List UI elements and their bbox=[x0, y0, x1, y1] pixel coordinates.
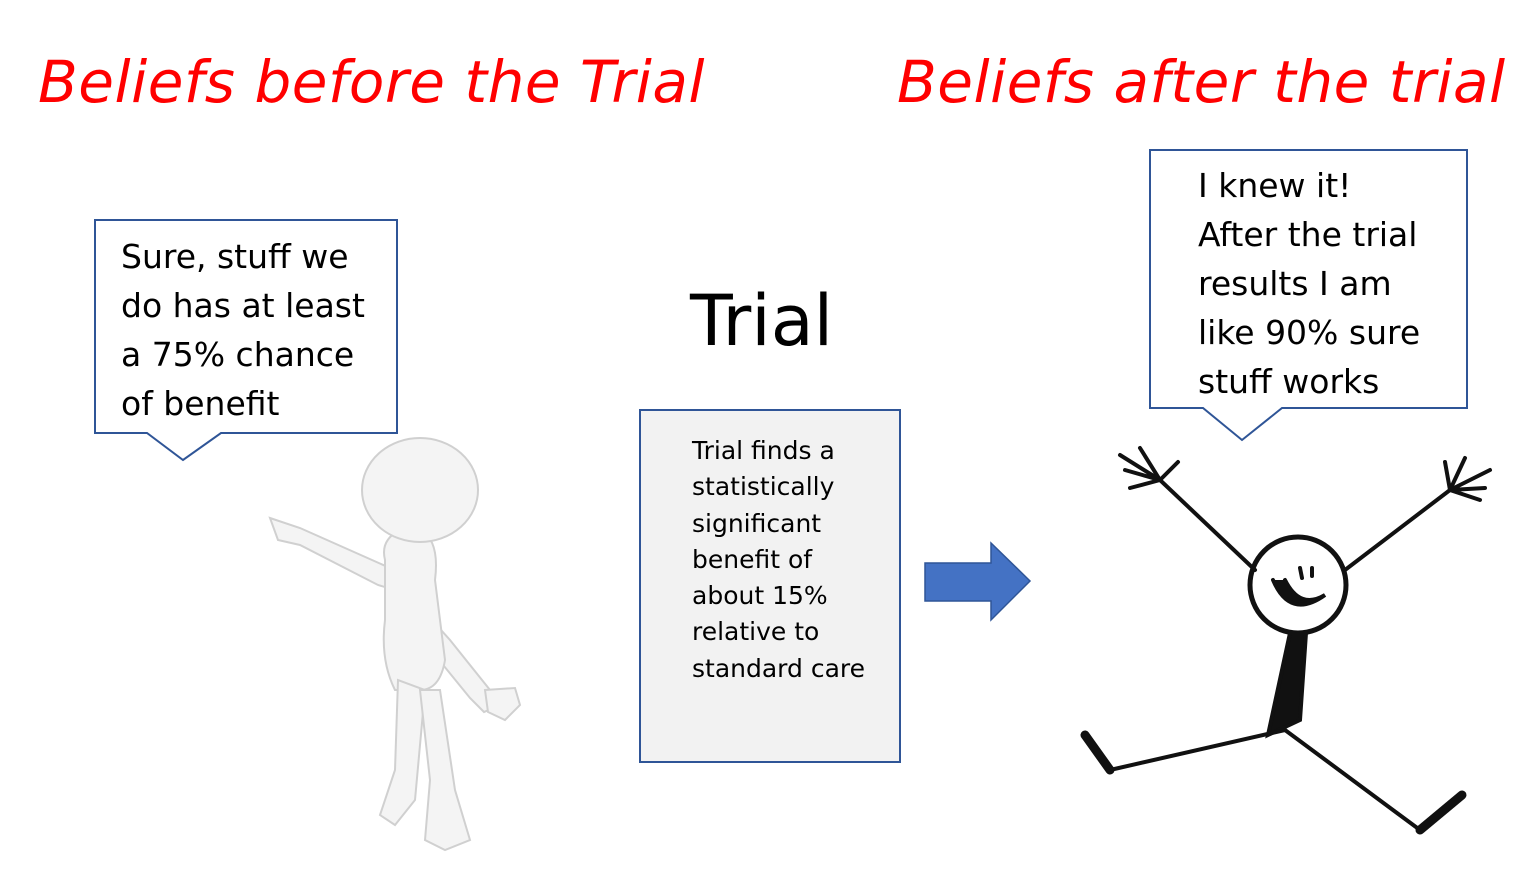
trial-heading: Trial bbox=[690, 280, 834, 362]
result-line: relative to bbox=[692, 617, 820, 647]
speech-bubble-before bbox=[94, 219, 398, 462]
bubble-line: results I am bbox=[1198, 264, 1392, 303]
bubble-line: Sure, stuff we bbox=[121, 237, 349, 276]
bubble-line: a 75% chance bbox=[121, 335, 355, 374]
bubble-line: do has at least bbox=[121, 286, 365, 325]
happy-stick-figure bbox=[1080, 446, 1492, 835]
result-line: statistically bbox=[692, 472, 835, 502]
result-line: standard care bbox=[692, 653, 866, 683]
bubble-line: like 90% sure bbox=[1198, 313, 1421, 352]
trial-result-text: Trial finds a statistically significant … bbox=[692, 433, 865, 687]
title-beliefs-after: Beliefs after the trial bbox=[897, 48, 1506, 116]
bubble-line: stuff works bbox=[1198, 362, 1380, 401]
bubble-line: of benefit bbox=[121, 384, 280, 423]
trial-result-box: Trial finds a statistically significant … bbox=[639, 409, 901, 763]
speech-bubble-after bbox=[1149, 149, 1468, 442]
after-bubble-text: I knew it! After the trial results I am … bbox=[1198, 161, 1420, 406]
pointing-figure bbox=[268, 437, 522, 852]
right-arrow-icon bbox=[924, 541, 1032, 622]
title-beliefs-before: Beliefs before the Trial bbox=[38, 48, 705, 116]
result-line: Trial finds a bbox=[692, 436, 835, 465]
result-line: significant bbox=[692, 508, 822, 538]
bubble-line: After the trial bbox=[1198, 215, 1418, 254]
before-bubble-text: Sure, stuff we do has at least a 75% cha… bbox=[121, 232, 365, 428]
bubble-line: I knew it! bbox=[1198, 166, 1352, 205]
result-line: benefit of bbox=[692, 544, 813, 574]
result-line: about 15% bbox=[692, 581, 828, 611]
